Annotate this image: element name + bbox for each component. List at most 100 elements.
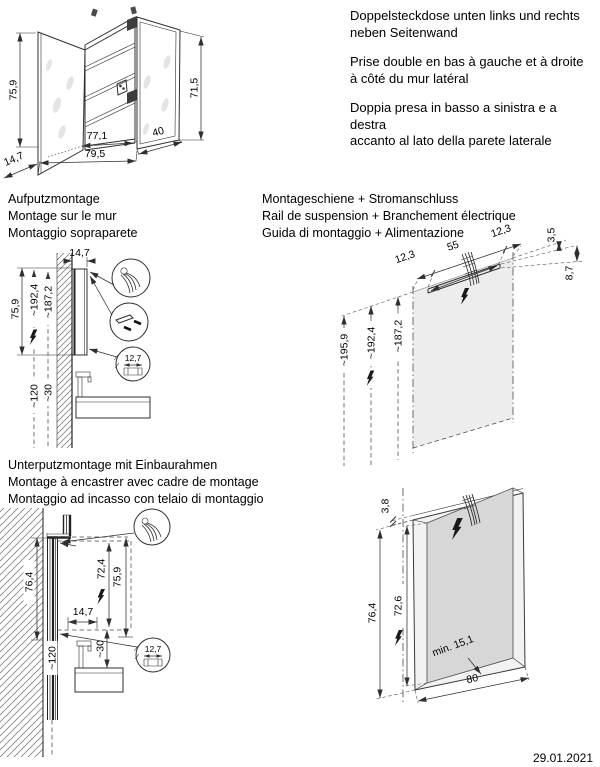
power-cable-icon	[141, 517, 162, 543]
dim-label: 76,4	[24, 572, 36, 593]
dim-label: 75,9	[8, 80, 20, 101]
rail-cross-section	[123, 367, 143, 376]
revision-date: 29.01.2021	[532, 751, 593, 765]
detail-cable	[89, 258, 151, 298]
niche-diagram: 3,8 76,4 72,6 min. 15,1 80	[367, 487, 530, 704]
wall-hatch	[0, 508, 44, 757]
socket-position-note: Doppelsteckdose unten links und rechts n…	[350, 8, 595, 163]
dimensions: 14,7 75,9 ~192,4 ~120 ~187,2 ~30	[10, 247, 96, 448]
note-line: neben Seitenwand	[350, 24, 458, 40]
mirror-reflection	[161, 98, 169, 112]
dim-label: 75,9	[112, 567, 124, 588]
dim-label: ~30	[95, 640, 107, 658]
dimensions: 75,9 71,5 14,7 77,1 79,5 40	[2, 30, 205, 179]
mirror-reflection	[52, 97, 62, 113]
flush-mount-title: Unterputzmontage mit Einbaurahmen Montag…	[8, 457, 264, 507]
dim-label: 12,7	[125, 353, 142, 363]
dim-label: 14,7	[2, 150, 26, 169]
title-line: Montage sur le mur	[8, 208, 117, 223]
dim-label: ~120	[29, 384, 41, 408]
mirror-reflection	[66, 76, 74, 90]
dimensions-top: 12,3 55 12,3	[393, 222, 522, 291]
dim-label: 76,4	[367, 603, 379, 624]
power-cable-icon	[461, 493, 481, 527]
mounting-frame-profile	[46, 514, 72, 539]
cabinet-carcass	[84, 6, 137, 151]
note-line: Doppelsteckdose unten links und rechts	[350, 8, 580, 23]
mounting-rail-icon	[115, 314, 134, 324]
detail-cable	[61, 508, 171, 546]
lightning-icon	[395, 630, 403, 646]
note-line: accanto al lato della parete laterale	[350, 133, 552, 148]
dim-label: 71,5	[189, 78, 201, 99]
dim-label: ~192,4	[29, 284, 41, 317]
washbasin	[74, 640, 124, 693]
mounting-rail-icon	[127, 89, 137, 104]
dimensions-right: 3,5 8,7	[500, 228, 585, 281]
wall-anchor-icon	[90, 8, 98, 17]
shelf	[84, 42, 136, 128]
rail-power-title: Montageschiene + Stromanschluss Rail de …	[262, 191, 516, 241]
note-line: à côté du mur latéral	[350, 70, 469, 86]
dim-label: 75,9	[10, 299, 22, 320]
dim-label: 3,5	[546, 228, 558, 243]
title-line: Montageschiene + Stromanschluss	[262, 192, 459, 206]
lightning-icon	[29, 329, 38, 345]
lightning-icon	[97, 589, 106, 605]
dim-label: 79,5	[85, 148, 106, 160]
lightning-icon	[461, 288, 470, 305]
dim-label: 8,7	[564, 266, 576, 281]
faucet-icon	[76, 640, 92, 669]
mirror-door-right	[136, 16, 181, 150]
lightning-icon	[452, 518, 463, 540]
mirror-reflection	[58, 125, 66, 139]
dimensions: 76,4 72,4 75,9 14,7 ~120 ~30	[23, 537, 133, 755]
mirror-reflection	[45, 59, 53, 71]
washbasin	[75, 371, 151, 419]
detail-rail-fixing	[89, 275, 149, 342]
note-line: Prise double en bas à gauche et à droite	[350, 54, 584, 69]
dim-label: 72,6	[393, 596, 405, 617]
rail-power-diagram: 12,3 55 12,3 3,5 8,7 ~195,9 ~192,4	[338, 222, 585, 466]
dim-label: 14,7	[69, 247, 90, 259]
dim-label: 14,7	[73, 606, 94, 618]
title-line: Aufputzmontage	[8, 192, 100, 206]
dim-label: 40	[151, 125, 166, 140]
detail-rail-width: 12,7	[59, 632, 171, 673]
detail-rail-width: 12,7	[88, 346, 151, 382]
note-line: Doppia presa in basso a sinistra e a des…	[350, 100, 557, 132]
lightning-icon	[366, 370, 375, 386]
dim-label: 80	[465, 672, 479, 686]
power-cable-icon	[120, 267, 141, 294]
dim-label: ~187,2	[393, 320, 405, 353]
dim-label: 12,3	[393, 248, 416, 266]
mirror-reflection	[163, 55, 171, 69]
cabinet-isometric-diagram: 75,9 71,5 14,7 77,1 79,5 40	[2, 6, 205, 179]
dim-label: 77,1	[87, 130, 108, 142]
rail-cross-section	[143, 658, 163, 667]
dim-label: 3,8	[380, 499, 392, 514]
faucet-icon	[75, 371, 92, 398]
dim-label: ~120	[47, 646, 59, 670]
title-line: Unterputzmontage mit Einbaurahmen	[8, 458, 218, 472]
dim-label: ~195,9	[339, 334, 351, 367]
note-de: Doppelsteckdose unten links und rechts n…	[350, 8, 595, 41]
screws-icon	[123, 319, 142, 332]
mirror-cabinet-back-panel	[413, 258, 513, 448]
title-line: Rail de suspension + Branchement électri…	[262, 208, 516, 223]
dim-label: ~192,4	[366, 327, 378, 360]
mirror-reflection	[142, 123, 150, 135]
surface-mount-title: Aufputzmontage Montage sur le mur Montag…	[8, 191, 138, 241]
mirror-door-left	[37, 31, 86, 176]
dim-label: 12,7	[145, 644, 162, 654]
title-line: Montaggio ad incasso con telaio di monta…	[8, 491, 264, 506]
double-socket-icon	[116, 79, 128, 96]
note-fr: Prise double en bas à gauche et à droite…	[350, 54, 595, 87]
mounting-rail-icon	[127, 16, 137, 31]
dim-label: 12,3	[489, 222, 512, 240]
wall-anchor-icon	[130, 6, 137, 15]
dimensions-left: ~195,9 ~192,4 ~187,2	[338, 291, 414, 466]
title-line: Montage à encastrer avec cadre de montag…	[8, 474, 259, 489]
title-line: Montaggio sopraparete	[8, 225, 138, 240]
